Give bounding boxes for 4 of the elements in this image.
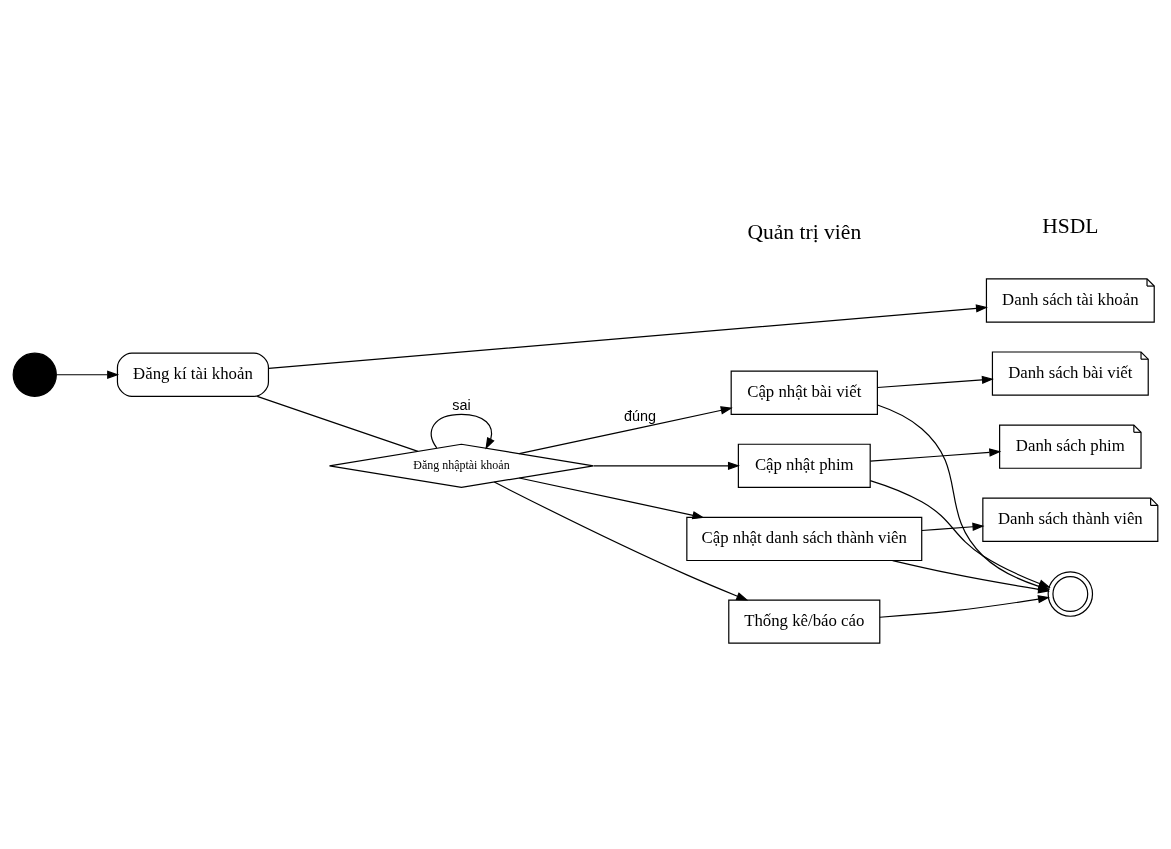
label: HSDL [1042, 213, 1099, 238]
label: Quản trị viên [747, 219, 862, 244]
edge-label: sai [452, 397, 471, 414]
edge-label: đúng [624, 408, 657, 425]
